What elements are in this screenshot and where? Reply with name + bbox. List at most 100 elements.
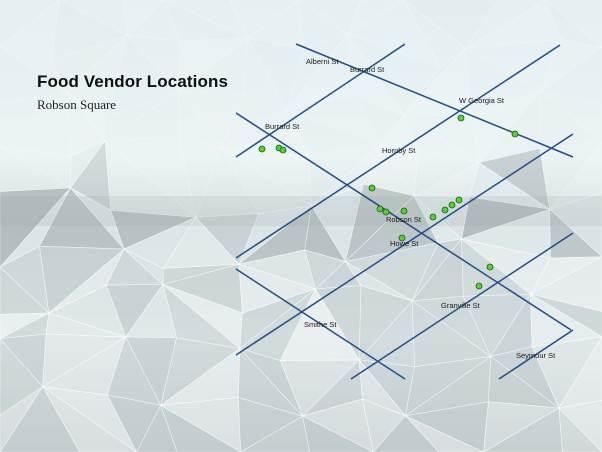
- terrain-polygon: [247, 37, 304, 111]
- terrain-polygon: [402, 113, 480, 164]
- terrain-polygon: [178, 90, 223, 149]
- street-line-smithe: [498, 329, 574, 380]
- street-label-burrard-top: Burrard St: [350, 65, 385, 74]
- terrain-polygon: [465, 0, 562, 49]
- terrain-polygon: [403, 0, 467, 68]
- terrain-polygon: [413, 150, 480, 197]
- vendor-marker[interactable]: [429, 213, 437, 221]
- terrain-polygon: [177, 37, 249, 95]
- street-line-howe: [350, 232, 574, 380]
- terrain-polygon: [403, 114, 480, 163]
- map-subtitle: Robson Square: [37, 97, 117, 112]
- vendor-marker[interactable]: [511, 130, 519, 138]
- terrain-polygon: [106, 34, 179, 118]
- terrain-polygon: [42, 386, 138, 452]
- vendor-marker[interactable]: [398, 234, 406, 242]
- terrain-polygon: [545, 0, 602, 48]
- vendor-marker[interactable]: [475, 282, 483, 290]
- street-line-robson: [235, 268, 406, 380]
- terrain-polygon: [126, 0, 181, 42]
- street-label-w-georgia: W Georgia St: [459, 96, 505, 105]
- terrain-polygon: [229, 0, 300, 39]
- terrain-polygon: [67, 92, 107, 142]
- terrain-polygon: [470, 90, 542, 164]
- terrain-polygon: [539, 47, 602, 105]
- terrain-polygon: [177, 37, 249, 92]
- vendor-marker[interactable]: [376, 205, 384, 213]
- street-label-smithe: Smithe St: [304, 320, 337, 329]
- map-title: Food Vendor Locations: [37, 72, 228, 91]
- terrain-polygon: [545, 0, 602, 48]
- terrain-polygon: [302, 415, 374, 452]
- terrain-polygon: [405, 415, 484, 452]
- terrain-polygon: [464, 38, 562, 92]
- terrain-polygon: [308, 144, 382, 207]
- terrain-polygon: [539, 90, 602, 149]
- street-line-burrard: [235, 112, 572, 331]
- terrain-polygon: [539, 142, 602, 210]
- terrain-polygon: [126, 34, 181, 92]
- vendor-marker[interactable]: [258, 145, 266, 153]
- terrain-polygon: [403, 48, 466, 116]
- terrain-polygon: [0, 92, 72, 157]
- terrain-polygon: [0, 46, 69, 103]
- terrain-polygon: [354, 94, 405, 146]
- terrain-polygon: [346, 33, 441, 116]
- terrain-polygon: [285, 109, 382, 157]
- vendor-marker[interactable]: [448, 201, 456, 209]
- terrain-polygon: [0, 46, 69, 94]
- terrain-polygon: [164, 0, 249, 42]
- terrain-polygon: [539, 38, 602, 92]
- street-line-burrard-top: [235, 43, 406, 158]
- terrain-polygon: [346, 0, 405, 36]
- vendor-marker[interactable]: [457, 114, 465, 122]
- vendor-marker[interactable]: [455, 196, 463, 204]
- terrain-polygon: [177, 90, 244, 149]
- terrain-polygon: [465, 0, 547, 49]
- terrain-polygon: [286, 33, 349, 111]
- street-label-hornby: Hornby St: [382, 146, 416, 155]
- vendor-marker[interactable]: [400, 207, 408, 215]
- terrain-polygon: [59, 0, 128, 36]
- terrain-polygon: [0, 0, 61, 48]
- street-line-hornby: [235, 133, 574, 356]
- terrain-polygon: [0, 92, 69, 148]
- vendor-marker[interactable]: [368, 184, 376, 192]
- terrain-polygon: [104, 135, 197, 219]
- terrain-polygon: [50, 35, 128, 94]
- terrain-polygon: [0, 0, 61, 61]
- terrain-polygon: [558, 407, 602, 452]
- horizon-band: [0, 196, 602, 226]
- terrain-polygon: [66, 34, 128, 118]
- terrain-polygon: [247, 0, 304, 51]
- street-label-alberni: Alberni St: [306, 57, 339, 66]
- terrain-polygon: [50, 0, 128, 61]
- vendor-marker[interactable]: [486, 263, 494, 271]
- terrain-polygon: [178, 135, 223, 219]
- vendor-marker[interactable]: [441, 206, 449, 214]
- terrain-polygon: [403, 0, 498, 49]
- terrain-polygon: [540, 90, 602, 143]
- street-line-w-georgia: [235, 44, 561, 259]
- terrain-polygon: [285, 33, 356, 111]
- terrain-polygon: [465, 47, 542, 115]
- terrain-polygon: [298, 0, 362, 35]
- terrain-polygon: [402, 47, 471, 116]
- terrain-polygon: [347, 34, 405, 117]
- vendor-marker[interactable]: [279, 146, 287, 154]
- terrain-polygon: [220, 109, 310, 157]
- terrain-polygon: [122, 0, 165, 36]
- street-label-seymour: Seymour St: [516, 351, 556, 360]
- terrain-polygon: [103, 90, 179, 142]
- terrain-polygon: [160, 404, 242, 452]
- street-label-howe: Howe St: [390, 239, 419, 248]
- street-label-granville: Granville St: [441, 301, 481, 310]
- terrain-polygon: [221, 147, 312, 207]
- street-label-burrard: Burrard St: [265, 122, 300, 131]
- vendor-marker[interactable]: [382, 208, 390, 216]
- street-line-alberni: [295, 43, 574, 158]
- terrain-polygon: [379, 114, 420, 151]
